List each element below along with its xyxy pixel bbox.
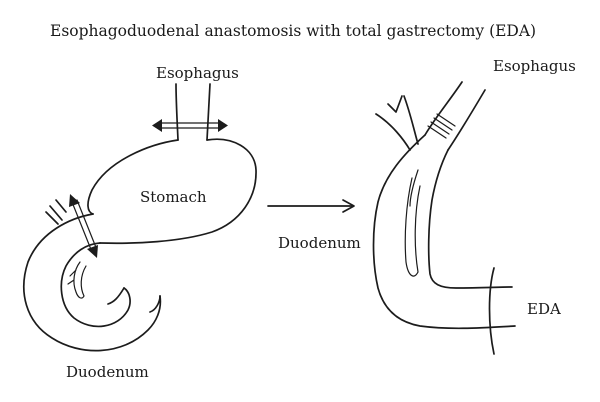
transition-arrow [267,199,355,213]
label-esophagus-before: Esophagus [156,64,239,82]
ampulla-scribble [67,261,87,299]
label-duodenum-after: Duodenum [278,234,361,252]
duodenum-fold-left [404,177,421,277]
duodenum-inner-wall [60,242,131,328]
duodenum-fold-inner [409,169,419,207]
esophagus-after-left-wall [424,81,463,136]
duodenum-end [107,287,161,313]
vessel-stub-2 [55,199,67,213]
esophagus-left-wall [175,83,179,141]
pylorus-resection-arrow [69,194,98,258]
duodenum-after-outer-wall [372,134,516,330]
esophagus-right-wall [206,83,211,141]
label-eda: EDA [527,300,561,318]
vessel-stub-1 [45,205,63,225]
diagram-title: Esophagoduodenal anastomosis with total … [50,22,537,40]
duodenum-after-inner-wall [427,149,513,289]
vessel-stub-v [387,95,403,113]
before-anatomy [23,83,257,352]
label-duodenum-before: Duodenum [66,363,149,381]
label-esophagus-after: Esophagus [493,57,576,75]
stomach-outline [87,138,257,245]
label-stomach: Stomach [140,188,207,206]
anastomosis-sutures [427,113,456,139]
esophagus-after-right-wall [447,89,486,151]
after-anatomy [372,81,516,355]
duodenum-outer-wall [23,213,162,352]
duodenum-after-end [488,267,495,355]
vessel-stub-right [375,95,419,151]
esophagus-resection-arrow [152,119,228,132]
